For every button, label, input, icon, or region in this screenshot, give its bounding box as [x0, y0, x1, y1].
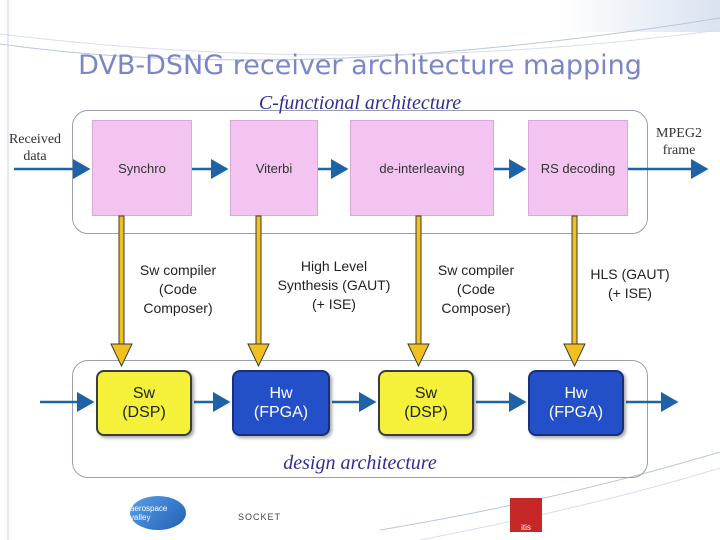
- swoosh-line: [419, 467, 720, 540]
- sw-dsp-target-1: Sw (DSP): [96, 370, 192, 436]
- design-architecture-panel: [72, 360, 648, 478]
- functional-architecture-label: C-functional architecture: [258, 92, 462, 114]
- block-label: Synchro: [118, 160, 166, 176]
- mapping-arrow-1: [110, 215, 133, 368]
- swoosh-line: [0, 17, 720, 61]
- swoosh-line: [0, 29, 720, 56]
- rs-decoding-block: RS decoding: [528, 120, 628, 216]
- functional-architecture-panel: [72, 110, 648, 234]
- aerospace-valley-logo: aerospace valley: [130, 496, 186, 530]
- design-architecture-label: design architecture: [283, 452, 437, 474]
- hw-fpga-target-2: Hw (FPGA): [528, 370, 624, 436]
- socket-logo: SOCKET: [238, 512, 282, 522]
- page-title: DVB-DSNG receiver architecture mapping: [78, 50, 642, 81]
- viterbi-block: Viterbi: [230, 120, 318, 216]
- received-data-label: Received data: [8, 132, 62, 164]
- mapping-arrow-4: [563, 215, 586, 368]
- tool-label-1: Sw compiler (Code Composer): [139, 262, 217, 316]
- institute-logo: itis: [510, 498, 542, 532]
- corner-shade: [560, 0, 720, 32]
- sw-dsp-target-2: Sw (DSP): [378, 370, 474, 436]
- block-label: RS decoding: [540, 160, 616, 176]
- tool-label-3: Sw compiler (Code Composer): [437, 262, 515, 316]
- hw-fpga-target-1: Hw (FPGA): [232, 370, 330, 436]
- tool-label-2: High Level Synthesis (GAUT) (+ ISE): [277, 258, 391, 312]
- mapping-arrow-3: [407, 215, 430, 368]
- deinterleaving-block: de-interleaving: [350, 120, 494, 216]
- tool-label-4: HLS (GAUT) (+ ISE): [590, 266, 670, 301]
- swoosh-line: [379, 451, 720, 531]
- block-label: Viterbi: [255, 160, 293, 176]
- synchro-block: Synchro: [92, 120, 192, 216]
- mpeg2-frame-label: MPEG2 frame: [656, 126, 702, 158]
- mapping-arrow-2: [247, 215, 270, 368]
- block-label: de-interleaving: [379, 160, 465, 176]
